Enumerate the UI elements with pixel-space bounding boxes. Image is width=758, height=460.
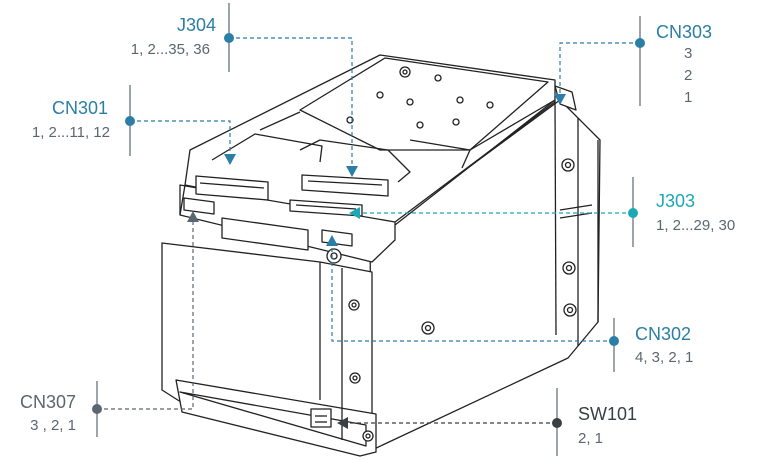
cn303-leader <box>559 42 640 96</box>
sw101-dot <box>552 418 562 428</box>
sw101-arrow <box>337 417 348 429</box>
camera-module-drawing <box>161 54 601 457</box>
cn307-leader <box>97 215 194 410</box>
j303-label: J303 <box>656 191 695 211</box>
cn307-label: CN307 <box>20 392 76 412</box>
cn301-leader <box>130 120 231 156</box>
cn302-leader <box>331 246 614 342</box>
cn301-pins: 1, 2...11, 12 <box>32 124 110 141</box>
j303-arrow <box>349 207 360 219</box>
sw101-label: SW101 <box>578 404 637 424</box>
j304-arrow <box>346 166 358 177</box>
cn303-pin-1: 1 <box>684 89 692 106</box>
j304-dot <box>224 33 234 43</box>
cn302-dot <box>609 336 619 346</box>
cn307-dot <box>92 404 102 414</box>
cn303-pin-2: 2 <box>684 67 692 84</box>
j304-label: J304 <box>177 15 216 35</box>
j304-pins: 1, 2...35, 36 <box>131 41 210 58</box>
leader-lines <box>97 37 640 424</box>
labels: J304 1, 2...35, 36 CN303 3 2 1 CN301 1, … <box>20 15 735 447</box>
cn302-pins: 4, 3, 2, 1 <box>635 349 693 366</box>
sw101-pins: 2, 1 <box>578 430 603 447</box>
j303-dot <box>628 208 638 218</box>
callout-dots <box>92 33 645 428</box>
cn301-label: CN301 <box>52 98 108 118</box>
cn301-dot <box>125 116 135 126</box>
cn303-dot <box>635 38 645 48</box>
cn303-label: CN303 <box>656 22 712 42</box>
j304-leader <box>229 37 353 168</box>
cn307-pins: 3 , 2, 1 <box>30 417 76 434</box>
cn303-pin-3: 3 <box>684 45 692 62</box>
cn302-arrow <box>326 235 338 246</box>
arrowheads <box>187 94 566 429</box>
cn302-label: CN302 <box>635 324 691 344</box>
cn301-arrow <box>224 154 236 165</box>
j303-pins: 1, 2...29, 30 <box>656 217 735 234</box>
cn303-arrow <box>554 94 566 105</box>
cn307-arrow <box>187 211 199 222</box>
